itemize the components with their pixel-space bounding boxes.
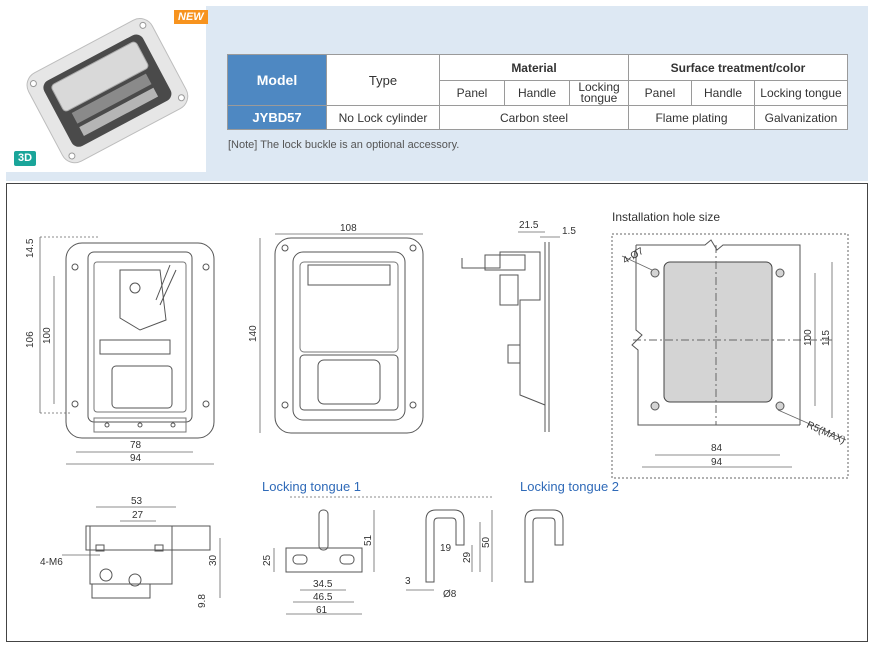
material-value: Carbon steel <box>439 105 629 130</box>
dim-30: 30 <box>208 554 219 566</box>
locking-tongue-1-drawing <box>285 509 363 573</box>
install-hole-frame <box>611 233 849 479</box>
material-header: Material <box>439 54 629 81</box>
dim-94-b: 94 <box>711 457 723 468</box>
dim-78: 78 <box>130 440 142 451</box>
product-photo <box>6 6 206 172</box>
dim-1-5: 1.5 <box>562 226 576 237</box>
locking-tongue-2-label: Locking tongue 2 <box>520 479 620 494</box>
side-view <box>461 242 550 432</box>
dim-53: 53 <box>131 496 143 507</box>
dim-94-a: 94 <box>130 453 142 464</box>
dim-19: 19 <box>440 543 452 554</box>
dim-29: 29 <box>462 551 473 563</box>
dim-4-d7: 4-Ø7 <box>621 246 646 267</box>
dim-9-8: 9.8 <box>197 594 208 608</box>
dim-106: 106 <box>25 331 36 348</box>
type-value: No Lock cylinder <box>326 105 440 130</box>
front-view-handle <box>274 237 424 434</box>
locking-tongue-1-side <box>425 509 465 583</box>
locking-tongue-1-label: Locking tongue 1 <box>262 479 362 494</box>
dim-25: 25 <box>262 554 273 566</box>
dim-100-b: 100 <box>803 329 814 346</box>
dim-50: 50 <box>481 536 492 548</box>
dim-27: 27 <box>132 510 144 521</box>
surface-header: Surface treatment/color <box>628 54 848 81</box>
dim-140: 140 <box>248 325 259 342</box>
material-panel-col: Panel <box>439 80 505 106</box>
spec-table: Model Type Material Surface treatment/co… <box>227 54 848 130</box>
dim-46-5: 46.5 <box>313 592 333 603</box>
surface-tongue-col: Locking tongue <box>754 80 848 106</box>
install-hole-label: Installation hole size <box>612 210 721 224</box>
front-view-mechanism <box>65 242 215 439</box>
surface-panel-col: Panel <box>628 80 692 106</box>
dim-51: 51 <box>363 534 374 546</box>
dim-3: 3 <box>405 576 411 587</box>
dim-108: 108 <box>340 223 357 234</box>
latch-render-image <box>26 18 189 164</box>
drawing-frame <box>6 183 868 642</box>
bottom-view <box>85 525 211 599</box>
dim-d8: Ø8 <box>443 589 457 600</box>
dim-100-a: 100 <box>42 327 53 344</box>
install-hole-drawing <box>631 239 832 426</box>
dim-21-5: 21.5 <box>519 220 539 231</box>
dim-61: 61 <box>316 605 328 616</box>
dim-14-5: 14.5 <box>25 238 36 258</box>
dim-115: 115 <box>821 330 832 346</box>
model-value: JYBD57 <box>227 105 327 130</box>
surface-tongue-value: Galvanization <box>754 105 848 130</box>
locking-tongue-2-drawing <box>524 509 564 583</box>
surface-handle-col: Handle <box>691 80 755 106</box>
new-badge: NEW <box>174 10 208 24</box>
model-header: Model <box>227 54 327 106</box>
accessory-note: [Note] The lock buckle is an optional ac… <box>228 139 460 151</box>
dim-84: 84 <box>711 443 723 454</box>
material-tongue-col: Locking tongue <box>569 80 629 106</box>
dim-4-m6: 4-M6 <box>40 557 63 568</box>
3d-badge[interactable]: 3D <box>14 151 37 166</box>
surface-panel-handle-value: Flame plating <box>628 105 755 130</box>
dim-34-5: 34.5 <box>313 579 333 590</box>
dim-r5-max: R5(MAX) <box>805 420 847 447</box>
material-handle-col: Handle <box>504 80 570 106</box>
